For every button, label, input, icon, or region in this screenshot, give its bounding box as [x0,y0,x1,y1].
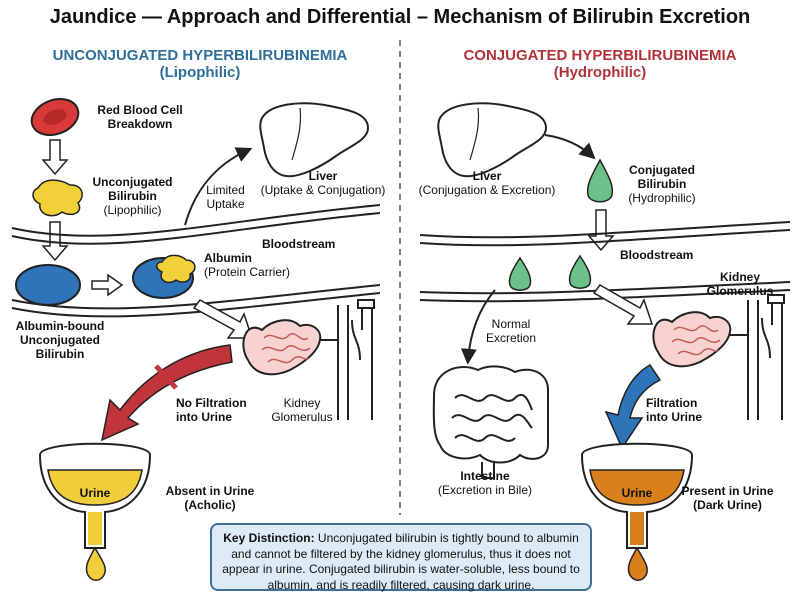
unconjugated-bilirubin-label: Unconjugated Bilirubin (Lipophilic) [92,175,173,217]
limited-uptake-arrow [184,147,253,226]
bilirubin-blob-icon [32,179,83,217]
liver-to-conjugated-arrow [544,134,596,160]
droplet-icon [568,254,592,289]
droplet-icon [85,546,107,581]
droplet-icon [508,256,532,291]
liver-icon [437,102,548,178]
right-heading: CONJUGATED HYPERBILIRUBINEMIA (Hydrophil… [463,47,737,82]
to-kidney-arrow [192,299,254,339]
no-filtration-arrow [100,344,233,442]
key-distinction-text: Unconjugated bilirubin is tightly bound … [222,531,580,592]
right-kidney-label: Kidney Glomerulus [706,270,774,298]
absent-in-urine-label: Absent in Urine (Acholic) [165,484,255,512]
left-kidney-label: Kidney Glomerulus [271,396,333,424]
left-bloodstream-label: Bloodstream [262,237,336,251]
albumin-bound-label: Albumin-bound Unconjugated Bilirubin [15,319,105,361]
present-in-urine-label: Present in Urine (Dark Urine) [681,484,774,512]
normal-excretion-label: Normal Excretion [485,317,537,345]
rbc-to-bilirubin-arrow [41,139,69,176]
right-bloodstream-label: Bloodstream [620,248,694,262]
albumin-binding-arrow [91,273,124,297]
bladder-icon [580,442,694,581]
right-bloodstream-vessel [419,221,791,303]
filtration-arrow [604,364,662,450]
liver-icon [259,102,370,178]
intestine-label: Intestine (Excretion in Bile) [437,469,533,497]
albumin-icon [15,264,81,306]
red-blood-cell-icon [30,98,80,136]
conjugated-to-bloodstream-arrow [587,209,615,252]
right-urine-label: Urine [621,486,653,500]
kidney-icon [242,299,375,420]
droplet-icon [627,546,649,581]
key-distinction-label: Key Distinction: [223,531,315,545]
rbc-label: Red Blood Cell Breakdown [97,103,183,131]
conjugated-bilirubin-label: Conjugated Bilirubin (Hydrophilic) [628,163,696,205]
normal-excretion-arrow [460,289,496,365]
right-liver-label: Liver (Conjugation & Excretion) [418,169,556,197]
key-distinction-box: Key Distinction: Unconjugated bilirubin … [210,523,592,592]
kidney-icon [652,294,785,420]
droplet-icon [586,158,614,203]
bladder-icon [38,442,152,581]
limited-uptake-label: Limited Uptake [206,183,245,211]
left-liver-label: Liver (Uptake & Conjugation) [260,169,386,197]
no-filtration-label: No Filtration into Urine [176,396,247,424]
intestine-icon [432,365,549,479]
left-urine-label: Urine [79,486,111,500]
to-kidney-arrow [592,284,654,325]
blocked-x-icon [154,364,178,390]
albumin-bound-bilirubin-icon [132,254,196,299]
filtration-label: Filtration into Urine [646,396,702,424]
left-heading: UNCONJUGATED HYPERBILIRUBINEMIA (Lipophi… [52,47,348,82]
page-title: Jaundice — Approach and Differential – M… [49,6,751,28]
albumin-label: Albumin (Protein Carrier) [204,251,291,279]
left-bloodstream-vessel [11,204,381,318]
bilirubin-to-albumin-arrow [41,221,69,262]
